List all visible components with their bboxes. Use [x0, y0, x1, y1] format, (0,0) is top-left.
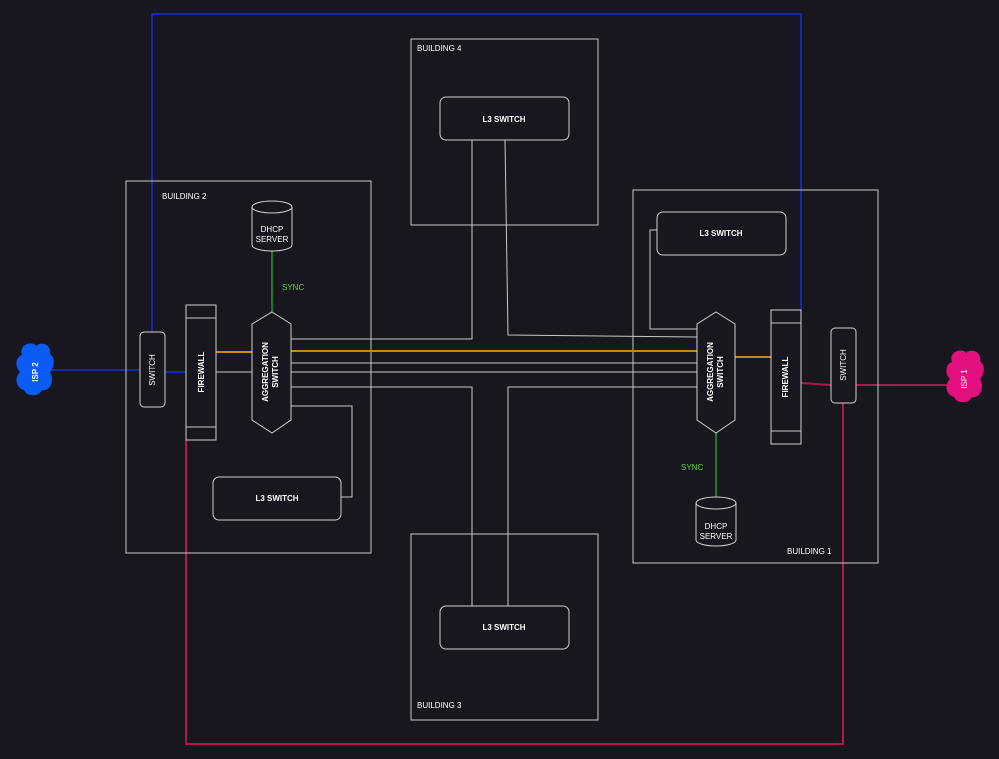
b1-agg-to-b3-l3	[507, 386, 697, 606]
b1-dhcp-server[interactable]: DHCP SERVER	[695, 496, 737, 547]
dhcp-label-line1: DHCP	[705, 522, 728, 531]
b1-switch-label: SWITCH	[839, 349, 848, 381]
building-2-label: BUILDING 2	[162, 192, 207, 201]
inter-building-links	[216, 139, 698, 606]
b2-agg-to-b4-l3	[291, 140, 473, 340]
b4-l3-switch[interactable]: L3 SWITCH	[439, 96, 570, 141]
b1-aggregation-switch[interactable]: AGGREGATION SWITCH	[696, 311, 736, 434]
l3-switch-icon	[212, 476, 342, 521]
switch-to-firewall-b1-link	[800, 382, 832, 386]
firewall-icon	[185, 304, 217, 441]
isp2-links	[50, 13, 802, 373]
dhcp-label-line1: DHCP	[261, 225, 284, 234]
building-1-label: BUILDING 1	[787, 547, 832, 556]
database-icon	[251, 207, 293, 252]
b2-firewall[interactable]: FIREWALL	[185, 304, 217, 441]
b2-switch[interactable]: SWITCH	[139, 331, 166, 408]
b2-firewall-label: FIREWALL	[197, 351, 206, 392]
building-3-box	[410, 533, 599, 721]
b2-switch-label: SWITCH	[148, 354, 157, 386]
l3-switch-icon	[439, 96, 570, 141]
building-1: BUILDING 1 L3 SWITCH AGGREGATION SWITCH …	[656, 211, 857, 556]
database-icon	[695, 503, 737, 547]
aggregation-switch-icon	[696, 311, 736, 434]
cloud-icon	[16, 343, 54, 396]
b2-agg-to-b2-l3	[291, 405, 353, 498]
b2-dhcp-server[interactable]: DHCP SERVER	[251, 200, 293, 252]
isp2-label: ISP 2	[31, 362, 40, 382]
isp1-links	[185, 382, 950, 745]
isp2-backup-link	[151, 13, 802, 332]
dhcp-label-line2: SERVER	[256, 235, 289, 244]
b3-l3-switch[interactable]: L3 SWITCH	[439, 605, 570, 650]
b2-agg-label-line1: AGGREGATION	[261, 342, 270, 402]
building-3: BUILDING 3 L3 SWITCH	[417, 605, 570, 710]
b2-sync-label: SYNC	[282, 283, 304, 292]
b1-l3-to-b1-agg	[649, 229, 697, 330]
building-1-box	[632, 189, 879, 564]
b1-agg-label-line1: AGGREGATION	[706, 342, 715, 402]
building-2: BUILDING 2 DHCP SERVER SYNC SWITCH FIREW…	[139, 192, 342, 521]
b2-aggregation-switch[interactable]: AGGREGATION SWITCH	[251, 311, 292, 434]
b1-firewall[interactable]: FIREWALL	[770, 309, 802, 445]
building-2-box	[125, 180, 372, 554]
cloud-icon	[946, 350, 984, 403]
b2-agg-label-line2: SWITCH	[271, 356, 280, 388]
isp1-cloud[interactable]: ISP 1	[946, 350, 984, 403]
isp1-label: ISP 1	[960, 369, 969, 389]
building-3-label: BUILDING 3	[417, 701, 462, 710]
b2-l3-switch-label: L3 SWITCH	[255, 494, 298, 503]
b4-l3-switch-label: L3 SWITCH	[482, 115, 525, 124]
building-4-label: BUILDING 4	[417, 44, 462, 53]
b1-firewall-label: FIREWALL	[781, 356, 790, 397]
b1-switch[interactable]: SWITCH	[830, 327, 857, 404]
b1-l3-switch-label: L3 SWITCH	[699, 229, 742, 238]
l3-switch-icon	[439, 605, 570, 650]
b2-agg-to-b3-l3	[291, 386, 473, 606]
firewall-icon	[770, 309, 802, 445]
switch-icon	[139, 331, 166, 408]
trunk-links	[216, 350, 771, 358]
dhcp-label-line2: SERVER	[700, 532, 733, 541]
b1-agg-label-line2: SWITCH	[716, 356, 725, 388]
b1-sync-label: SYNC	[681, 463, 703, 472]
b2-l3-switch[interactable]: L3 SWITCH	[212, 476, 342, 521]
building-4: BUILDING 4 L3 SWITCH	[417, 44, 570, 141]
b3-l3-switch-label: L3 SWITCH	[482, 623, 525, 632]
b4-l3-to-b1-agg	[504, 139, 698, 338]
switch-icon	[830, 327, 857, 404]
isp2-cloud[interactable]: ISP 2	[16, 343, 54, 396]
building-4-box	[410, 38, 599, 226]
aggregation-switch-icon	[251, 311, 292, 434]
isp1-backup-link	[185, 403, 844, 745]
b1-l3-switch[interactable]: L3 SWITCH	[656, 211, 787, 256]
l3-switch-icon	[656, 211, 787, 256]
